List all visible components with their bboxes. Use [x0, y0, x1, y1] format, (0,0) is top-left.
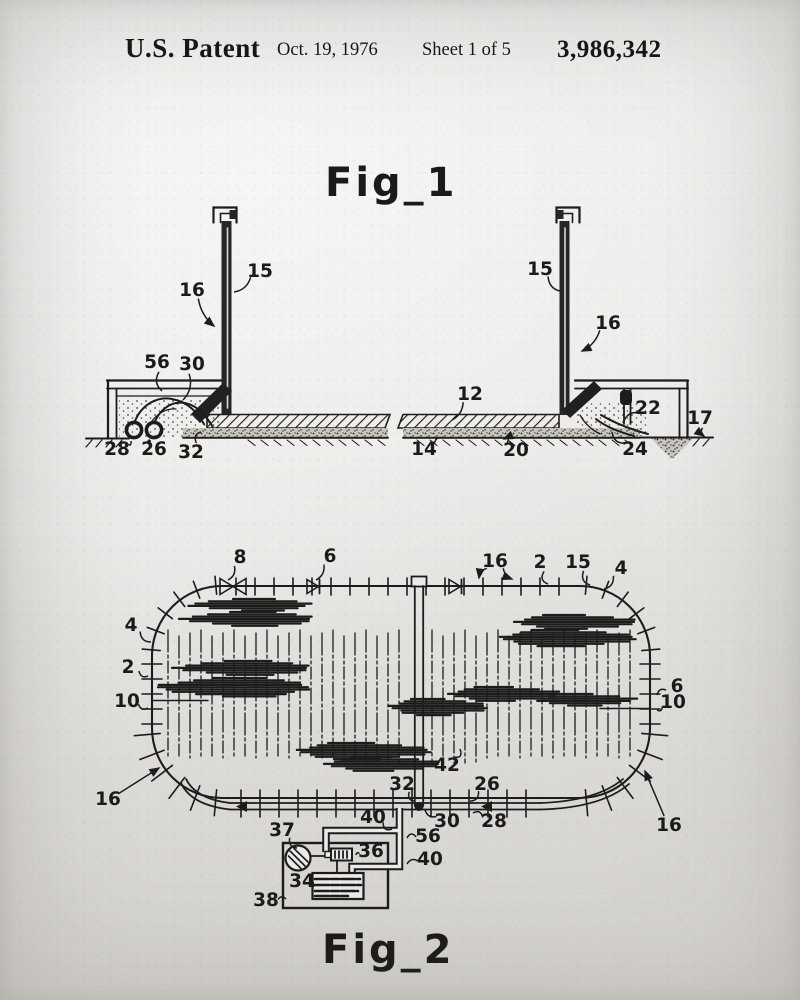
ref-numeral-34: 34 — [289, 871, 315, 892]
ref-numeral-20: 20 — [503, 440, 529, 461]
sand-layer — [183, 428, 388, 437]
ref-numeral-37: 37 — [269, 820, 295, 841]
center-header-pipe — [410, 575, 428, 807]
ref-numeral-2: 2 — [122, 657, 135, 678]
header-junction — [414, 802, 424, 811]
ref-numeral-15: 15 — [247, 261, 273, 282]
ref-numeral-10: 10 — [660, 692, 686, 713]
connector-pipe-curve — [134, 397, 205, 425]
ground-anchor — [651, 438, 693, 459]
ref-numeral-6: 6 — [324, 546, 337, 567]
ref-numeral-26: 26 — [474, 774, 500, 795]
sand-layer — [403, 428, 640, 437]
ref-numeral-56: 56 — [144, 352, 170, 373]
ref-numeral-16: 16 — [482, 551, 508, 572]
ref-numeral-22: 22 — [635, 398, 661, 419]
figure-2-plan-view — [133, 575, 669, 910]
ref-numeral-30: 30 — [179, 354, 205, 375]
ref-numeral-15: 15 — [565, 552, 591, 573]
ref-numeral-15: 15 — [527, 259, 553, 280]
patent-number: 3,986,342 — [557, 36, 662, 63]
ref-numeral-14: 14 — [411, 439, 437, 460]
ref-numeral-12: 12 — [457, 384, 483, 405]
ref-numeral-10: 10 — [114, 691, 140, 712]
valve-icon — [448, 578, 463, 595]
ref-numeral-40: 40 — [360, 807, 386, 828]
refrigeration-unit-box — [281, 841, 390, 910]
ref-numeral-16: 16 — [595, 313, 621, 334]
ref-numeral-36: 36 — [358, 841, 384, 862]
figure-1-cross-section — [85, 206, 714, 459]
floor-slab-right — [396, 413, 560, 429]
ref-numeral-8: 8 — [234, 547, 247, 568]
flow-arrow-icon — [236, 801, 247, 812]
ref-numeral-16: 16 — [179, 280, 205, 301]
ref-numeral-2: 2 — [534, 552, 547, 573]
pipe-section-28 — [124, 420, 144, 440]
ref-numeral-28: 28 — [481, 811, 507, 832]
figure1-callouts: 15 16 56 30 28 26 32 12 14 20 15 16 22 17 24 — [104, 259, 713, 463]
ref-numeral-4: 4 — [125, 615, 138, 636]
ref-numeral-16: 16 — [656, 815, 682, 836]
ref-numeral-17: 17 — [687, 408, 713, 429]
figure1-label: Fig_1 — [325, 160, 458, 206]
patent-date: Oct. 19, 1976 — [277, 40, 378, 60]
valve-icon — [306, 578, 321, 595]
ref-numeral-4: 4 — [615, 558, 628, 579]
ref-numeral-28: 28 — [104, 439, 130, 460]
ref-numeral-6: 6 — [671, 676, 684, 697]
figure2-label: Fig_2 — [322, 927, 455, 973]
ref-numeral-30: 30 — [434, 811, 460, 832]
right-support-bracket — [562, 379, 714, 459]
pump-icon — [310, 847, 353, 874]
flow-arrow-icon — [481, 801, 492, 812]
sheet-number: Sheet 1 of 5 — [422, 40, 511, 60]
flow-shading — [156, 597, 639, 772]
ref-numeral-32: 32 — [178, 442, 204, 463]
ref-numeral-32: 32 — [389, 774, 415, 795]
ref-numeral-56: 56 — [415, 826, 441, 847]
ref-numeral-26: 26 — [141, 439, 167, 460]
tank-icon — [311, 871, 365, 901]
valve-bowtie-icon — [219, 577, 247, 596]
ref-numeral-40: 40 — [417, 849, 443, 870]
perimeter-ticks — [133, 575, 669, 818]
ref-numeral-38: 38 — [253, 890, 279, 911]
floor-slab-left — [206, 413, 392, 429]
dasher-board-right — [555, 206, 581, 415]
patent-title: U.S. Patent — [125, 33, 260, 63]
pipe-section-26 — [144, 420, 164, 440]
ref-numeral-42: 42 — [434, 755, 460, 776]
compressor-icon — [284, 844, 312, 872]
ref-numeral-24: 24 — [622, 439, 648, 460]
supply-pipes — [322, 808, 404, 874]
dasher-board-left — [212, 206, 238, 415]
ref-numeral-16: 16 — [95, 789, 121, 810]
